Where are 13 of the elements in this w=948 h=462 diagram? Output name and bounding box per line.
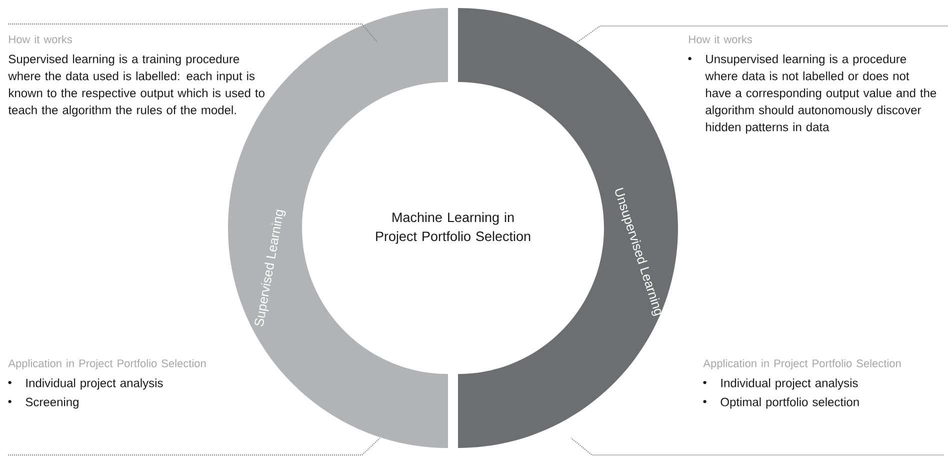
bullet-item: Individual project analysis [26, 378, 163, 390]
leader-line [576, 26, 948, 44]
leader-line [570, 438, 944, 456]
bullet-item: Individual project analysis [721, 378, 858, 390]
section-heading: How it works [689, 35, 752, 44]
section-heading: How it works [9, 35, 72, 44]
bullet-item: Optimal portfolio selection [720, 397, 859, 409]
leader-line [8, 24, 378, 42]
section-heading: Application in Project Portfolio Selection [8, 359, 206, 370]
bullet-item: Screening [26, 397, 78, 409]
bullet-item: Unsupervised learning is a procedure where data is not labelled or does not have a corresponding output value and the algorithm should autonomously discover hidden patterns in data [705, 54, 936, 134]
leader-line [8, 438, 380, 456]
section-heading: Application in Project Portfolio Selection [703, 359, 901, 370]
